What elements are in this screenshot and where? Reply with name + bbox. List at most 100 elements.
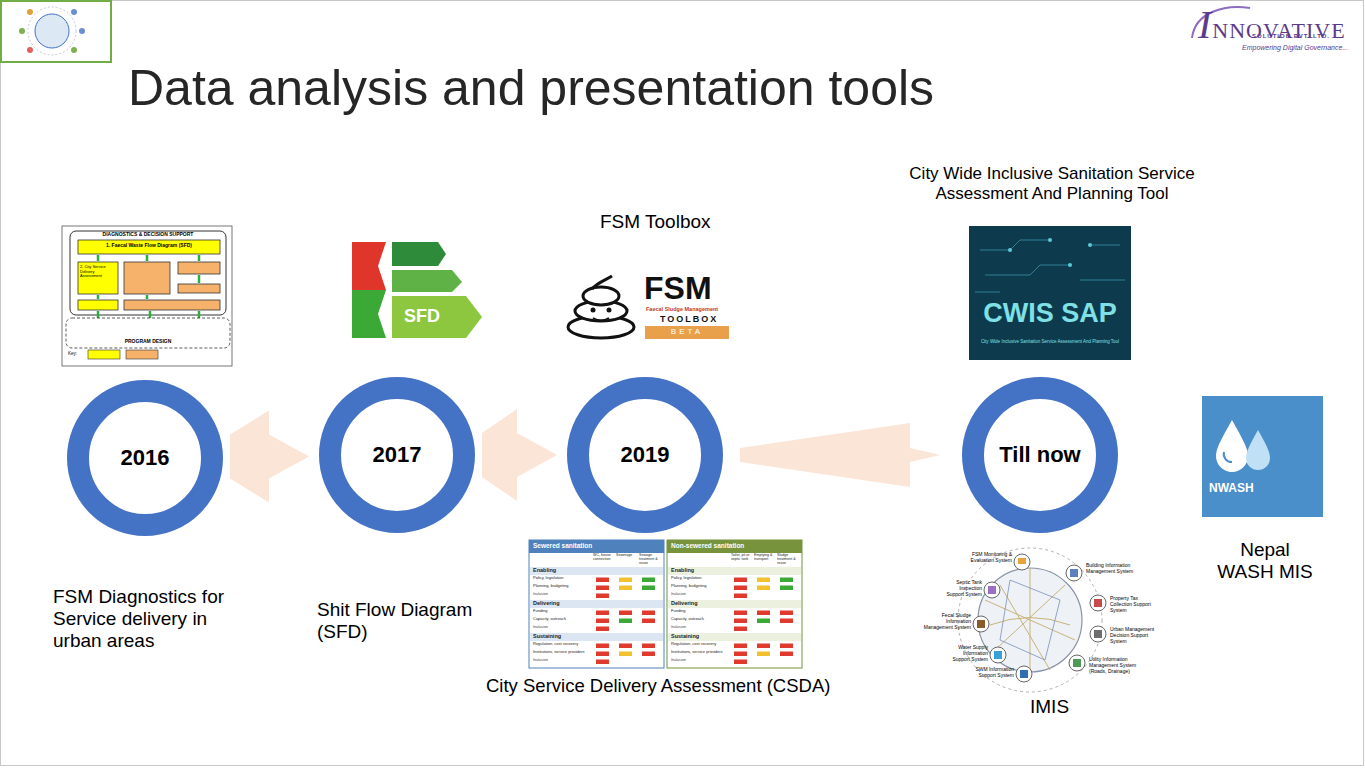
thumbnail-image-part [71,9,77,15]
imis-diagram-part [985,568,1075,672]
table-cell: Inclusion [533,658,548,662]
nwash-logo-part [1202,396,1323,517]
csda-table-part [529,540,664,668]
table-cell: Policy, legislation [533,576,563,581]
diagnostics-image [62,226,232,366]
company-tagline: Empowering Digital Governance... [1242,44,1348,52]
csda-table-part [619,578,632,583]
csda-table-part [668,600,801,608]
csda-table-part [642,611,655,616]
slide-title: Data analysis and presentation tools [128,60,934,118]
year-label: 2019 [621,442,670,468]
logo-text: Faecal Sludge Management [646,306,718,312]
csda-table-part [596,652,609,657]
module-label: Urban Management Decision Support System [1110,627,1160,644]
sfd-logo-part [392,270,462,292]
fsm-toolbox-logo-part [592,276,612,289]
tool-caption: City Service Delivery Assessment (CSDA) [486,675,830,696]
csda-table-part [596,660,609,665]
diagnostics-image-part [124,300,220,310]
fsm-toolbox-logo-part [583,287,619,305]
table-cell: Sewage treatment & reuse [639,554,662,565]
tool-caption: IMIS [1030,696,1069,718]
csda-table-part [757,578,770,583]
imis-diagram-part-part [1094,599,1102,607]
csda-table-part [780,619,793,624]
csda-table-part [734,619,747,624]
csda-table-part [596,627,609,632]
imis-diagram-part-part [973,616,989,632]
diagnostics-image-part [78,262,118,294]
module-label: Building Information Management System [1086,563,1138,575]
table-cell: Regulation, cost recovery [533,642,578,647]
table-cell: Institutions, service providers [671,650,723,655]
imis-diagram [958,548,1106,692]
csda-table-part [667,540,802,553]
table-cell: Inclusion [533,625,548,629]
year-label: 2016 [121,445,170,471]
csda-table-part [734,644,747,649]
logo-text: NWASH [1209,482,1254,496]
cwis-sap-logo-part [975,240,1125,292]
diagnostics-image-part [126,350,158,359]
table-cell: Sustaining [533,633,561,639]
diagnostics-image-part [178,284,220,293]
imis-diagram-part-part [1069,655,1085,671]
table-cell: Sustaining [671,633,699,639]
logo-text: City Wide Inclusive Sanitation Service A… [975,339,1125,344]
table-cell: Enabling [533,567,556,573]
module-label: Water Supply Information Support System [946,645,988,662]
table-cell: Regulation, cost recovery [671,642,716,647]
image-text: PROGRAM DESIGN [108,339,188,345]
imis-diagram-part-part [1020,670,1028,678]
csda-table-part [596,619,609,624]
logo-text: BETA [645,327,729,336]
csda-table-part [596,578,609,583]
imis-diagram-part [977,558,1102,678]
csda-table-part [596,594,609,599]
csda-table-part [780,652,793,657]
csda-table-part [734,627,747,632]
diagnostics-image-part [66,318,230,348]
imis-diagram-part-part [988,586,996,594]
thumbnail-image-part [27,47,33,53]
csda-table-part [757,652,770,657]
image-text: DIAGNOSTICS & DECISION SUPPORT [72,232,224,238]
year-label: 2017 [373,442,422,468]
year-label: Till now [999,442,1080,468]
cwis-sap-logo-part [1008,248,1012,252]
diagnostics-image-part [98,255,199,318]
csda-table-part [757,644,770,649]
csda-table-part [642,619,655,624]
csda-table-part [530,567,663,575]
timeline-arrow [482,409,557,501]
thumbnail-image-part [35,14,69,48]
csda-table-part [619,644,632,649]
thumbnail-image [1,1,111,62]
sfd-logo-part [392,242,446,266]
diagnostics-image-part [78,300,118,310]
imis-diagram-part-part [1090,626,1106,642]
csda-table-part [619,652,632,657]
csda-table-part [780,578,793,583]
thumbnail-image-part [28,7,76,55]
csda-table-part [642,644,655,649]
thumbnail-image-part [71,47,77,53]
table-header: Sewered sanitation [533,542,592,549]
imis-diagram-part-part [1014,554,1030,570]
module-label: Septic Tank Inspection Support System [944,580,982,597]
sfd-logo-part [352,290,386,338]
ring-circle [330,388,464,522]
fsm-toolbox-logo-part [645,326,729,339]
timeline-arrow [740,423,940,487]
cwis-sap-logo-part [1088,243,1092,247]
tool-caption: Shit Flow Diagram (SFD) [317,599,497,643]
csda-table [529,540,802,668]
csda-table-part [619,586,632,591]
imis-diagram-part-part [1066,565,1082,581]
nwash-logo-part [1216,420,1248,472]
thumbnail-image-part [19,28,25,34]
csda-table-part [596,611,609,616]
